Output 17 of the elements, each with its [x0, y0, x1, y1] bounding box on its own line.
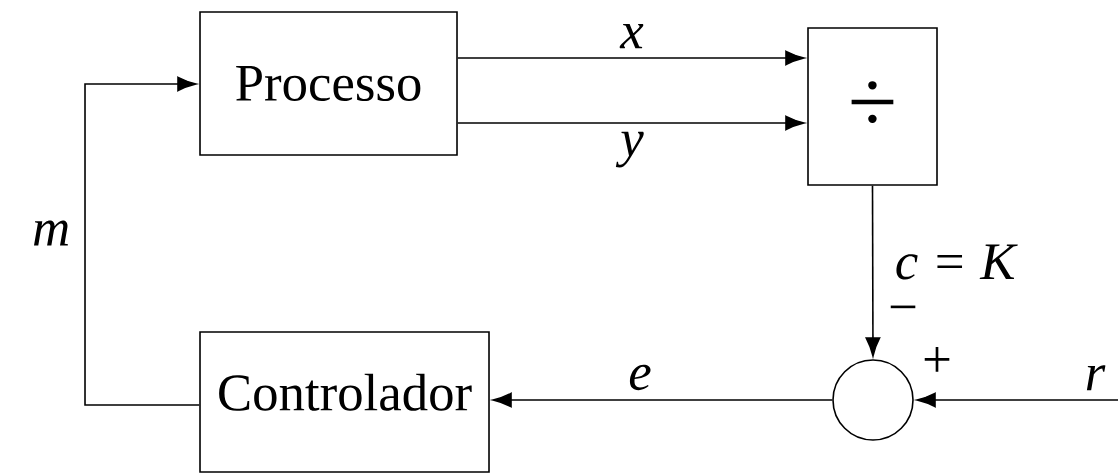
arrow: [84, 76, 200, 406]
arrow: [492, 392, 833, 408]
edge-label: x: [619, 23, 644, 49]
arrow: [457, 50, 805, 66]
edge-label: c = K: [896, 244, 1018, 280]
edge-label: e: [629, 364, 651, 391]
edge-label: r: [1086, 365, 1106, 391]
edge-label: m: [34, 220, 68, 246]
block-box: Processo: [199, 11, 458, 156]
arrow: [916, 392, 1118, 408]
summing-junction: [832, 359, 914, 441]
block-box: Controlador: [199, 331, 490, 473]
arrow: [865, 185, 881, 357]
sign-label: +: [924, 347, 950, 372]
arrow: [457, 115, 805, 131]
edge-label: y: [615, 131, 644, 168]
sign-label: −: [890, 305, 916, 309]
